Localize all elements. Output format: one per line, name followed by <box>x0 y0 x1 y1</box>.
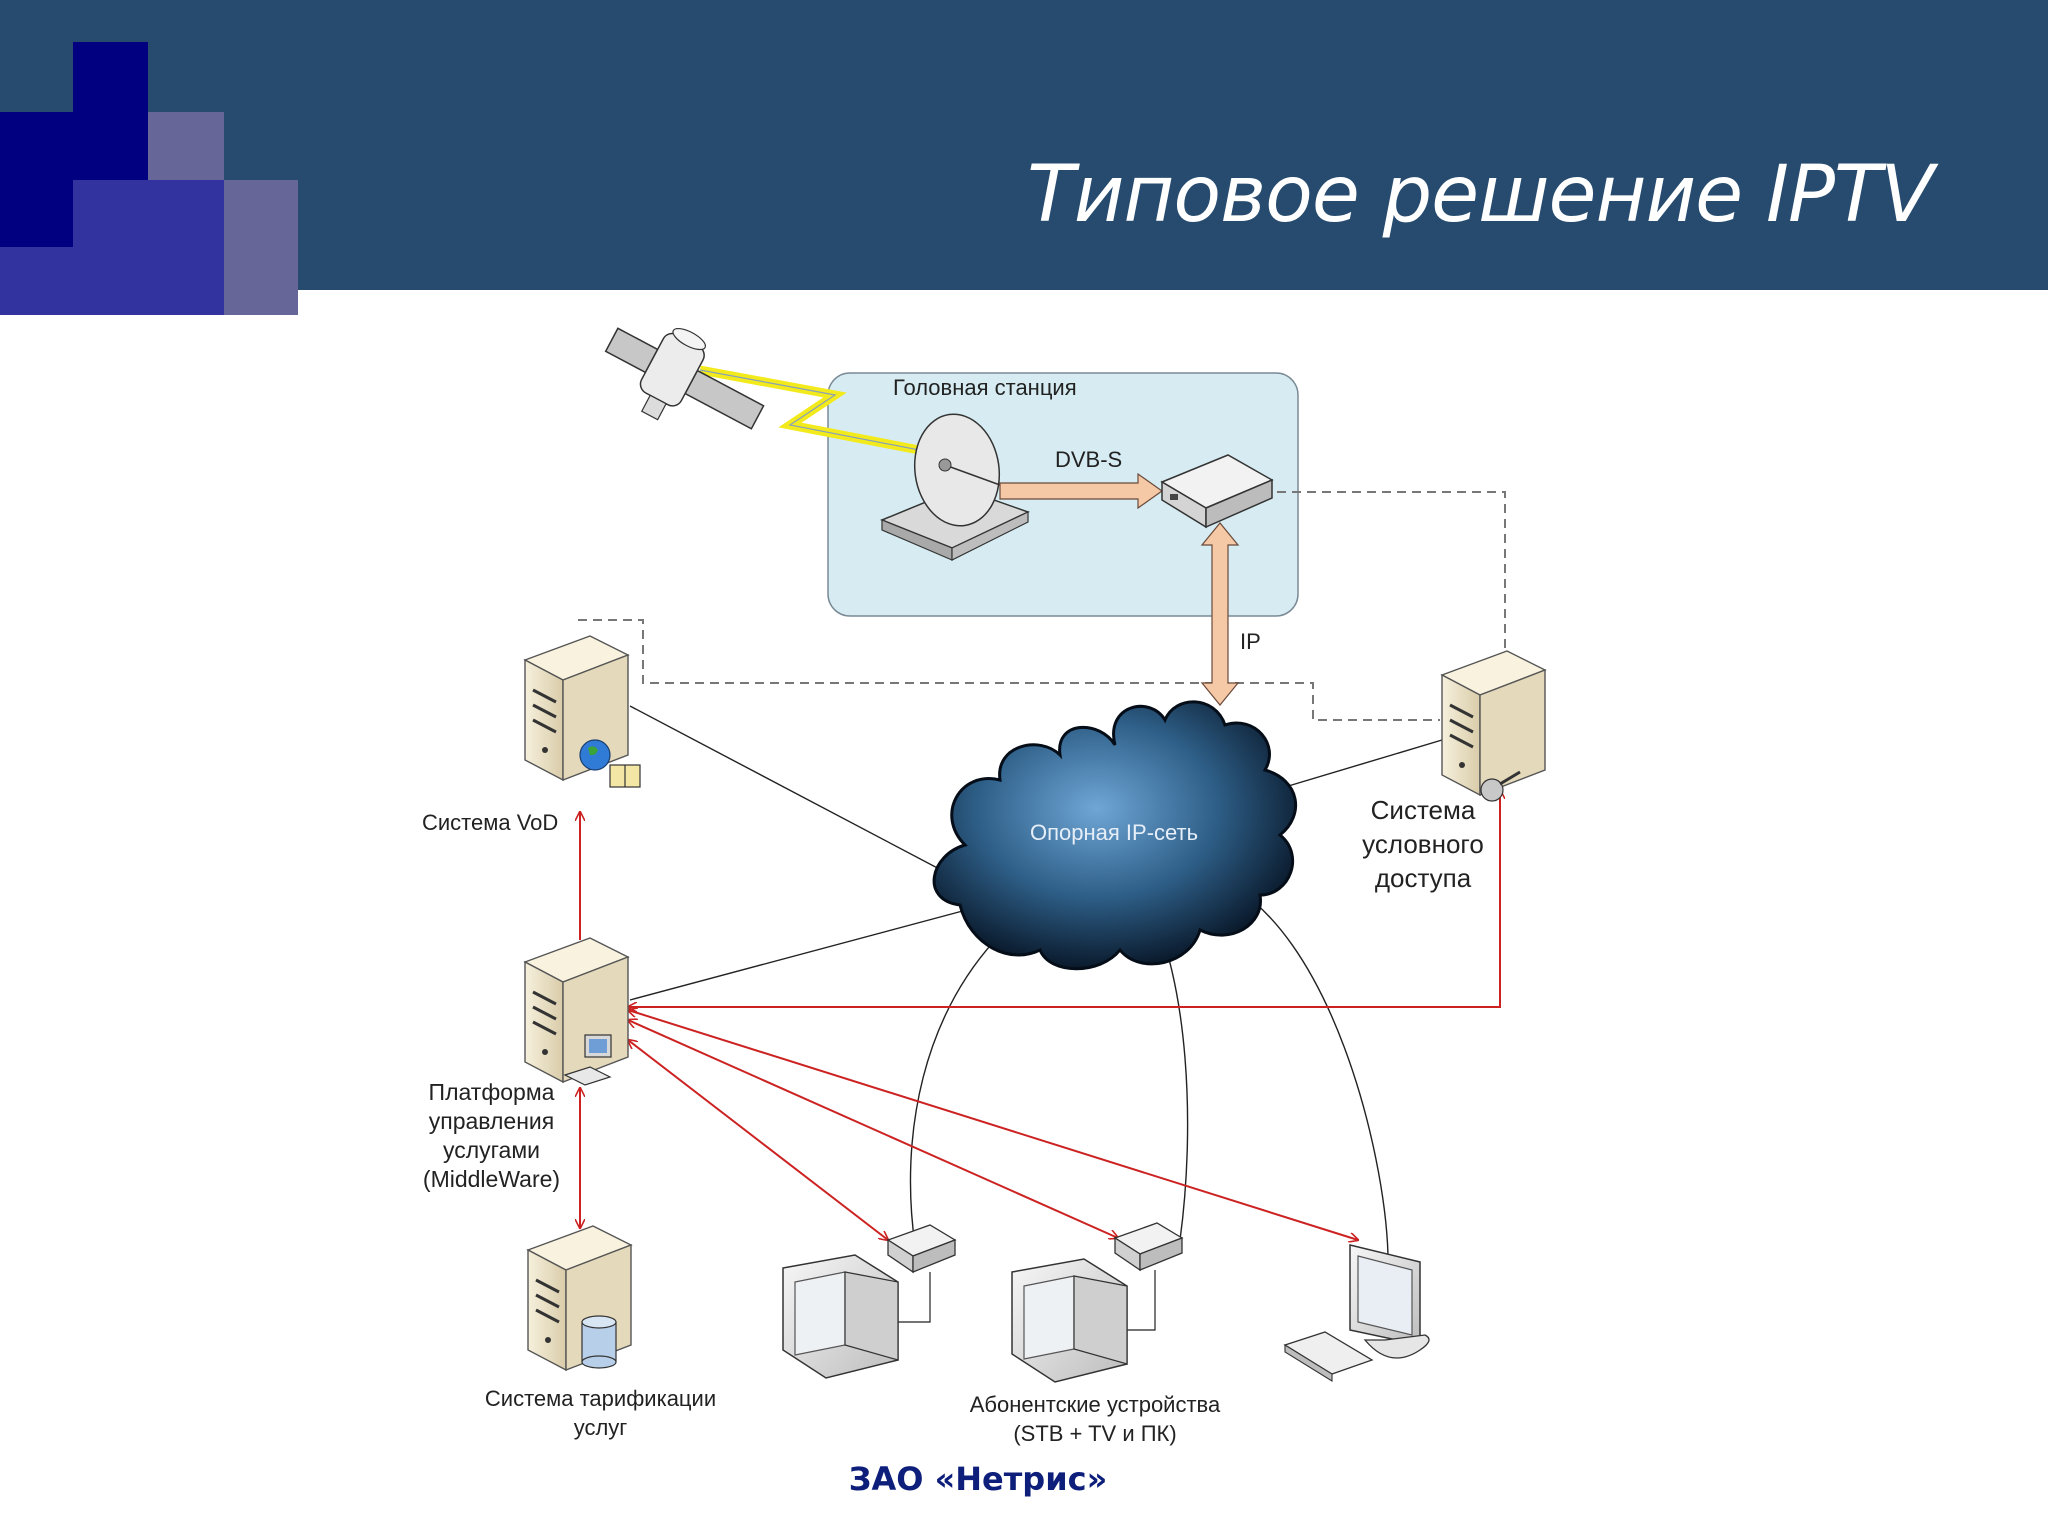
deco-square <box>0 247 224 315</box>
dashed-link-ca <box>1272 491 1506 648</box>
vod-label: Система VoD <box>422 810 559 835</box>
subscriber-label-line: (STB + TV и ПК) <box>1013 1421 1177 1446</box>
headend-receiver-icon <box>1160 454 1274 529</box>
ca-label: Система условного доступа <box>1348 793 1498 895</box>
billing-label-line: услуг <box>573 1415 628 1440</box>
link-vod-cloud <box>629 705 946 873</box>
tv-monitor-icon <box>782 1254 899 1379</box>
stb-device-icon <box>1113 1222 1184 1331</box>
middleware-label-line: услугами <box>443 1137 540 1163</box>
tv-monitor-icon <box>1011 1258 1128 1383</box>
billing-label-line: Система тарификации <box>484 1386 717 1411</box>
link-cloud-stb1 <box>909 924 1011 1246</box>
subscriber-label-line: Абонентские устройства <box>969 1392 1221 1417</box>
slide-header <box>0 0 2048 290</box>
dvbs-arrow <box>999 472 1164 510</box>
ip-arrow <box>1200 522 1240 706</box>
middleware-server-icon <box>523 937 630 1086</box>
red-link-mw-stb2 <box>628 1020 1118 1238</box>
footer-company: ЗАО «Нетрис» <box>848 1460 1108 1498</box>
subscriber-label: Абонентские устройства (STB + TV и ПК) <box>945 1390 1245 1448</box>
headend-label: Головная станция <box>893 375 1077 400</box>
middleware-label-line: Платформа <box>428 1079 555 1105</box>
red-link-mw-pc <box>628 1010 1358 1240</box>
billing-server-icon <box>526 1225 633 1372</box>
pc-monitor-icon <box>1349 1244 1430 1359</box>
red-link-mw-ca <box>628 790 1500 1007</box>
link-ca-cloud <box>1274 739 1443 791</box>
deco-square <box>73 42 148 112</box>
satellite-icon <box>604 327 765 430</box>
link-cloud-pc <box>1219 879 1389 1256</box>
ca-label-line: доступа <box>1374 863 1472 893</box>
satellite-beam-edge <box>699 369 946 456</box>
cloud-label: Опорная IP-сеть <box>1030 820 1199 845</box>
deco-square <box>148 112 224 180</box>
backbone-cloud-icon <box>932 700 1297 971</box>
deco-square <box>224 180 298 315</box>
deco-square <box>73 180 224 247</box>
vod-server-icon <box>523 635 641 788</box>
dvbs-label: DVB-S <box>1055 447 1123 472</box>
stb-device-icon <box>886 1224 957 1323</box>
dashed-link-vod <box>578 619 1440 721</box>
ca-label-line: Система <box>1370 795 1476 825</box>
middleware-label: Платформа управления услугами (MiddleWar… <box>414 1078 569 1194</box>
slide-title: Типовое решение IPTV <box>1027 150 1934 240</box>
ca-server-icon <box>1440 650 1547 802</box>
link-mw-cloud <box>629 904 986 1001</box>
keyboard-icon <box>1283 1331 1374 1382</box>
ip-label: IP <box>1240 629 1261 654</box>
middleware-label-line: (MiddleWare) <box>422 1166 561 1192</box>
ca-label-line: условного <box>1362 829 1484 859</box>
middleware-label-line: управления <box>428 1108 555 1134</box>
satellite-dish-icon <box>880 413 1030 561</box>
red-link-mw-stb1 <box>628 1040 888 1240</box>
billing-label: Система тарификации услуг <box>463 1384 738 1442</box>
